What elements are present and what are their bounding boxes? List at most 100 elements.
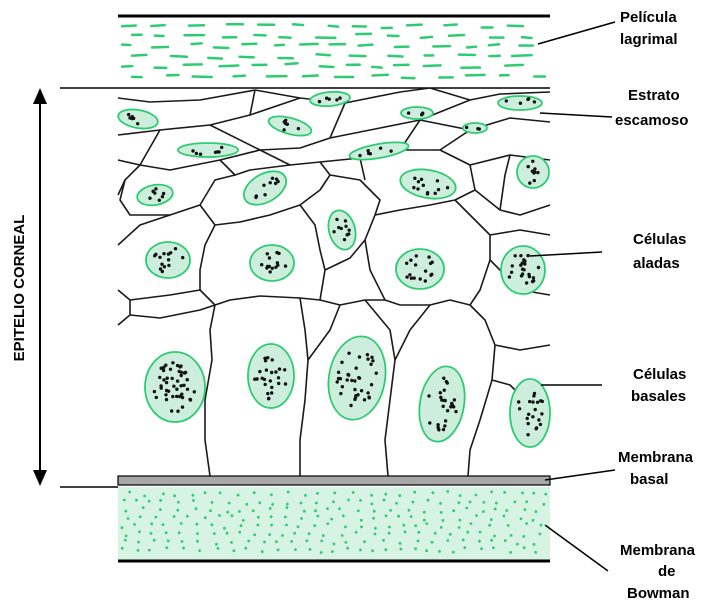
nucleus <box>146 242 190 278</box>
tear-film-dash <box>214 47 228 48</box>
bowman-dot <box>253 533 256 536</box>
tear-film-layer <box>118 16 550 78</box>
bowman-dot <box>316 492 319 495</box>
bowman-dot <box>263 541 266 544</box>
tear-film-dash <box>522 37 532 38</box>
bowman-dot <box>271 503 274 506</box>
tear-film-dash <box>444 25 456 26</box>
bowman-dot <box>326 522 329 525</box>
bowman-dot <box>326 507 329 510</box>
bowman-dot <box>124 539 127 542</box>
bowman-dot <box>463 546 466 549</box>
bowman-dot <box>442 519 445 522</box>
bowman-dot <box>374 533 377 536</box>
bowman-dot <box>449 533 452 536</box>
bowman-membrane <box>118 487 550 561</box>
tear-film-dash <box>466 75 485 76</box>
bowman-dot <box>286 503 289 506</box>
bowman-dot <box>313 524 316 527</box>
bowman-dot <box>397 515 400 518</box>
bowman-dot <box>360 519 363 522</box>
bowman-dot <box>417 531 420 534</box>
tear-film-dash <box>329 26 338 27</box>
bowman-dot <box>505 509 508 512</box>
bowman-dot <box>483 501 486 504</box>
bowman-dot <box>286 506 289 509</box>
tear-film-dash <box>424 65 441 66</box>
bowman-dot <box>388 532 391 535</box>
bowman-dot <box>148 549 151 552</box>
bowman-dot <box>196 523 199 526</box>
bowman-dot <box>231 514 234 517</box>
bowman-dot <box>247 540 250 543</box>
bowman-dot <box>469 501 472 504</box>
bowman-dot <box>412 501 415 504</box>
bowman-dot <box>233 549 236 552</box>
bowman-dot <box>257 524 260 527</box>
bowman-dot <box>223 527 226 530</box>
bowman-dot <box>143 495 146 498</box>
bowman-dot <box>159 508 162 511</box>
tear-film-dash <box>171 56 187 57</box>
bowman-dot <box>165 531 168 534</box>
bowman-dot <box>213 532 216 535</box>
bowman-dot <box>479 531 482 534</box>
tear-film-dash <box>372 67 382 68</box>
bowman-dot <box>543 503 546 506</box>
nucleus <box>324 207 359 252</box>
bowman-dot <box>192 494 195 497</box>
bowman-dot <box>459 494 462 497</box>
bowman-dot <box>458 501 461 504</box>
bowman-dot <box>308 532 311 535</box>
nucleus <box>396 249 444 289</box>
bowman-dot <box>370 494 373 497</box>
epithelium-side-label: EPITELIO CORNEAL <box>11 215 28 362</box>
bowman-dot <box>215 543 218 546</box>
bowman-dot <box>520 517 523 520</box>
bowman-dot <box>128 491 131 494</box>
bowman-dot <box>503 491 506 494</box>
bowman-dot <box>269 507 272 510</box>
bowman-dot <box>446 539 449 542</box>
bowman-dot <box>438 550 441 553</box>
bowman-dot <box>137 541 140 544</box>
bowman-dot <box>423 511 426 514</box>
nucleus <box>145 352 205 422</box>
bowman-dot <box>284 516 287 519</box>
bowman-dot <box>440 511 443 514</box>
bowman-dot <box>270 515 273 518</box>
bowman-dot <box>359 499 362 502</box>
bowman-dot <box>398 494 401 497</box>
bowman-dot <box>333 492 336 495</box>
bowman-dot <box>196 540 199 543</box>
cell-nuclei <box>117 90 550 447</box>
bowman-dot <box>522 535 525 538</box>
bowman-dot <box>209 509 212 512</box>
nucleus <box>463 123 487 133</box>
bowman-dot <box>490 518 493 521</box>
bowman-dot <box>173 515 176 518</box>
tear-film-dash <box>240 57 254 58</box>
bowman-dot <box>363 540 366 543</box>
bowman-dot <box>275 540 278 543</box>
bowman-dot <box>345 541 348 544</box>
nucleus <box>322 332 392 424</box>
tear-film-dash <box>303 76 318 77</box>
tear-film-dash <box>193 76 212 77</box>
bowman-dot <box>159 499 162 502</box>
bowman-dot <box>372 517 375 520</box>
bowman-dot <box>226 532 229 535</box>
bowman-dot <box>495 502 498 505</box>
bowman-dot <box>493 535 496 538</box>
bowman-dot <box>252 509 255 512</box>
bowman-dot <box>173 494 176 497</box>
tear-film-dash <box>402 78 415 79</box>
bowman-dot <box>181 540 184 543</box>
bowman-dot <box>425 549 428 552</box>
tear-film-dash <box>373 75 388 76</box>
nucleus <box>414 363 471 445</box>
tear-film-dash <box>275 45 284 46</box>
bowman-dot <box>297 525 300 528</box>
bowman-dot <box>309 548 312 551</box>
